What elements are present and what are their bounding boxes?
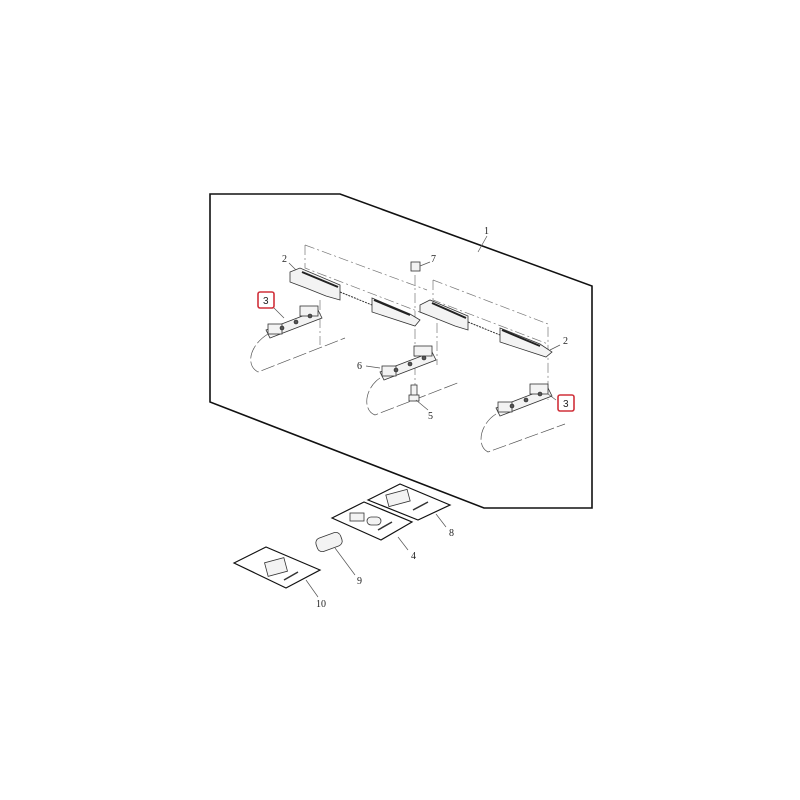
callout-3[interactable]: 3 (563, 399, 569, 410)
kit-4-plate (349, 512, 365, 522)
callout-9: 9 (357, 576, 362, 587)
callout-2: 2 (563, 336, 568, 347)
chain-path (480, 413, 566, 453)
kit-8-box (366, 483, 452, 521)
guide-line (304, 245, 431, 317)
callout-3[interactable]: 3 (263, 296, 269, 307)
callout-4: 4 (411, 551, 416, 562)
assembly-panel-outline (209, 193, 593, 509)
guide-line (432, 280, 549, 345)
callout-3-highlight[interactable] (557, 394, 575, 412)
callout-3-highlight[interactable] (257, 291, 275, 309)
callout-8: 8 (449, 528, 454, 539)
chain-path (366, 377, 461, 416)
kit-10-box (232, 546, 322, 589)
kit-4-box (330, 501, 414, 541)
leader-lines (271, 235, 561, 598)
kit-10-link (264, 557, 288, 577)
nut-icon (410, 261, 421, 272)
callout-2: 2 (282, 254, 287, 265)
chain-segment-left (265, 305, 323, 339)
guide-line (432, 279, 549, 400)
callout-5: 5 (428, 411, 433, 422)
callout-7: 7 (431, 254, 436, 265)
link-9 (315, 531, 343, 553)
slat-left (289, 267, 421, 327)
callout-10: 10 (316, 599, 326, 610)
callout-6: 6 (357, 361, 362, 372)
chain-path (250, 333, 346, 373)
chain-segment-right (495, 383, 553, 417)
chain-segment-center (379, 345, 437, 381)
guide-line (304, 244, 428, 291)
slat-right (419, 299, 553, 358)
callout-1: 1 (484, 226, 489, 237)
kit-8-link (385, 488, 411, 508)
bolt-icon (408, 384, 420, 402)
